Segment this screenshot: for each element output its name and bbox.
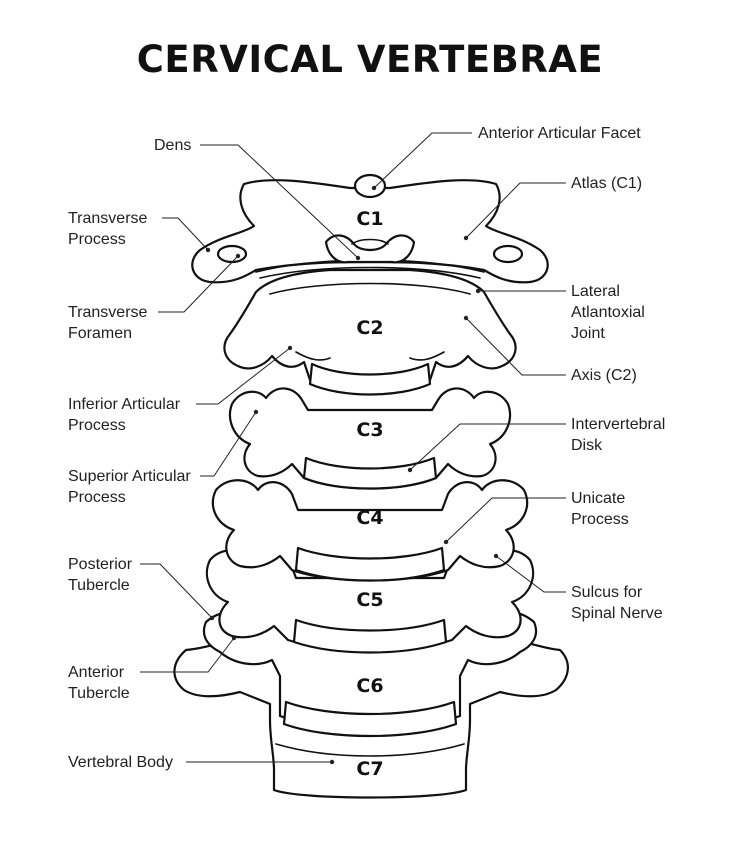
label-superior-articular-line1: Superior Articular [68,468,191,485]
vertebra-c2-axis [223,268,517,396]
label-transverse-foramen-line1: Transverse [68,304,148,321]
label-inferior-articular-line2: Process [68,417,126,434]
vertebra-label-c3: C3 [356,419,383,441]
label-unicate-process-line1: Unicate [571,490,625,507]
label-transverse-process-line2: Process [68,231,126,248]
label-axis: Axis (C2) [571,367,637,384]
vertebra-label-c5: C5 [356,589,383,611]
label-posterior-tubercle-line1: Posterior [68,556,133,573]
label-sulcus-line2: Spinal Nerve [571,605,663,622]
label-lateral-atlantoxial-line2: Atlantoxial [571,304,645,321]
label-lateral-atlantoxial-line1: Lateral [571,283,620,300]
label-sulcus-line1: Sulcus for [571,584,643,601]
vertebra-label-c1: C1 [356,208,383,230]
leader-lines [140,132,566,765]
label-anterior-tubercle-line1: Anterior [68,664,125,681]
vertebra-label-c7: C7 [356,758,383,780]
label-transverse-process-line1: Transverse [68,210,148,227]
label-unicate-process-line2: Process [571,511,629,528]
label-vertebral-body: Vertebral Body [68,754,173,771]
label-anterior-articular-facet: Anterior Articular Facet [478,125,641,142]
vertebra-label-c6: C6 [356,675,383,697]
vertebra-c3 [228,387,512,490]
label-atlas: Atlas (C1) [571,175,642,192]
vertebra-c4 [211,479,529,582]
label-anterior-tubercle-line2: Tubercle [68,685,130,702]
label-transverse-foramen-line2: Foramen [68,325,132,342]
label-inferior-articular-line1: Inferior Articular [68,396,181,413]
diagram-title: CERVICAL VERTEBRAE [136,38,604,81]
label-intervertebral-disk-line1: Intervertebral [571,416,665,433]
label-posterior-tubercle-line2: Tubercle [68,577,130,594]
label-dens: Dens [154,137,191,154]
vertebra-label-c2: C2 [356,317,383,339]
vertebra-label-c4: C4 [356,507,383,529]
label-intervertebral-disk-line2: Disk [571,437,603,454]
label-superior-articular-line2: Process [68,489,126,506]
label-lateral-atlantoxial-line3: Joint [571,325,605,342]
